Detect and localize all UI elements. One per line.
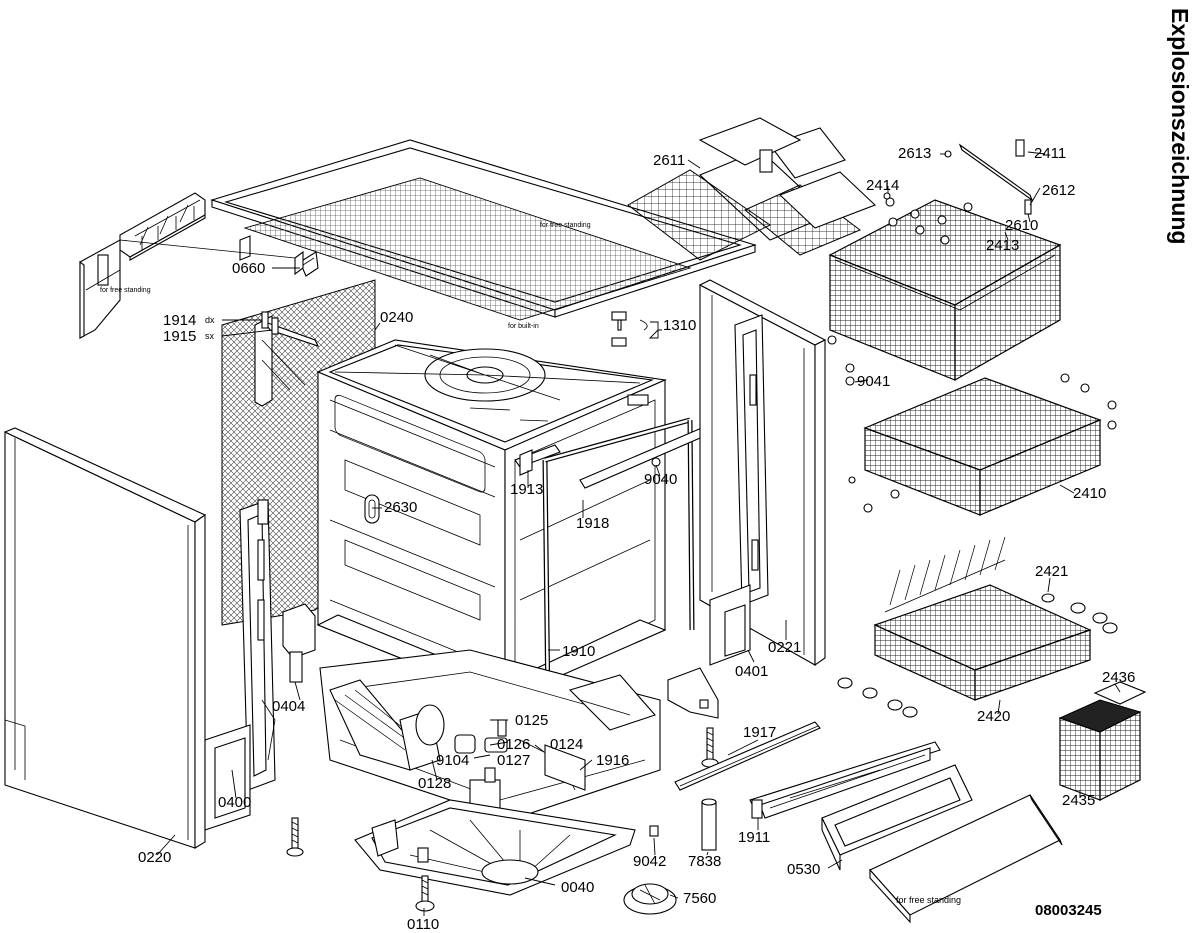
hinge-bracket-1310 [611, 311, 648, 347]
screw-foot-right [701, 727, 719, 768]
label-1915: 1915 [163, 328, 196, 345]
label-0127: 0127 [497, 752, 530, 769]
label-1916: 1916 [596, 752, 629, 769]
free-standing-note-worktop: for free standing [540, 222, 591, 229]
label-0110: 0110 [407, 916, 439, 933]
cutlery-basket [1058, 681, 1147, 801]
label-0126: 0126 [497, 736, 530, 753]
strip-1917 [674, 721, 821, 791]
leader-lines [156, 151, 1121, 916]
part-labels: 0660 0240 1914 1915 dx sx 1310 2630 1913… [138, 145, 1135, 933]
clip-1913 [519, 449, 533, 476]
label-2436: 2436 [1102, 669, 1135, 686]
label-7560: 7560 [683, 890, 716, 907]
door-seal [542, 417, 695, 711]
bracket-1914-1915 [254, 311, 320, 407]
label-1913: 1913 [510, 481, 543, 498]
label-1910: 1910 [562, 643, 595, 660]
label-0404: 0404 [272, 698, 305, 715]
label-9040: 9040 [644, 471, 677, 488]
label-dx: dx [205, 315, 215, 325]
screw-foot-left [286, 817, 304, 857]
label-0128: 0128 [418, 775, 451, 792]
label-2611: 2611 [653, 152, 685, 169]
label-9042: 9042 [633, 853, 666, 870]
label-0220: 0220 [138, 849, 171, 866]
right-rail [709, 314, 769, 666]
label-0400: 0400 [218, 794, 251, 811]
pin-2414 [883, 192, 891, 200]
lower-basket-2410 [848, 373, 1117, 516]
lower-basket-2420 [837, 536, 1118, 718]
label-9104: 9104 [436, 752, 469, 769]
label-1310: 1310 [663, 317, 696, 334]
built-in-note: for built-in [508, 323, 539, 330]
pipe-7838 [701, 798, 717, 851]
label-2411: 2411 [1034, 145, 1066, 162]
label-2435: 2435 [1062, 792, 1095, 809]
part-9042 [649, 825, 659, 837]
upper-basket [828, 199, 1062, 382]
label-2413: 2413 [986, 237, 1019, 254]
label-0401: 0401 [735, 663, 768, 680]
tub-cabinet [316, 339, 667, 701]
plinth-0530 [821, 764, 973, 871]
label-2420: 2420 [977, 708, 1010, 725]
label-0660: 0660 [232, 260, 265, 277]
bracket-0660 [299, 251, 319, 277]
part-0404 [282, 603, 316, 683]
insulation-mat: for built-in [243, 177, 692, 330]
label-2630: 2630 [384, 499, 417, 516]
label-sx: sx [205, 331, 215, 341]
title-vertical: Explosionszeichnung [1167, 8, 1193, 244]
label-1917: 1917 [743, 724, 776, 741]
label-0530: 0530 [787, 861, 820, 878]
label-2410: 2410 [1073, 485, 1106, 502]
left-rail [204, 499, 276, 831]
label-0240: 0240 [380, 309, 413, 326]
label-0125: 0125 [515, 712, 548, 729]
document-number: 08003245 [1035, 902, 1102, 919]
plinth-top-left: for free standing [79, 192, 304, 339]
free-standing-note-plinth-lower: for free standing [896, 895, 961, 905]
free-standing-note-plinth: for free standing [100, 287, 151, 294]
base-sump [319, 649, 661, 821]
part-7560 [623, 883, 677, 915]
label-2421: 2421 [1035, 563, 1068, 580]
label-0124: 0124 [550, 736, 583, 753]
label-7838: 7838 [688, 853, 721, 870]
rail-1911 [749, 741, 941, 819]
bottom-tray [354, 799, 636, 896]
part-2630 [364, 494, 380, 524]
plinth-free-standing: for free standing [869, 794, 1063, 924]
label-0221: 0221 [768, 639, 801, 656]
label-2613: 2613 [898, 145, 931, 162]
label-2612: 2612 [1042, 182, 1075, 199]
basket-rail-2411 [958, 139, 1034, 215]
label-9041: 9041 [857, 373, 890, 390]
clip-9040 [651, 457, 661, 467]
part-9041 [845, 376, 855, 386]
rack-tines-2611 [627, 117, 877, 261]
label-1914: 1914 [163, 312, 196, 329]
bracket-right [667, 667, 719, 719]
screw-foot-0110 [415, 875, 435, 912]
label-2414: 2414 [866, 177, 899, 194]
label-1911: 1911 [738, 829, 770, 846]
small-rollers-2413 [827, 197, 973, 373]
label-2610: 2610 [1005, 217, 1038, 234]
label-1918: 1918 [576, 515, 609, 532]
side-panel [3, 427, 207, 849]
label-0040: 0040 [561, 879, 594, 896]
page-title: Explosionszeichnung [1167, 8, 1193, 244]
